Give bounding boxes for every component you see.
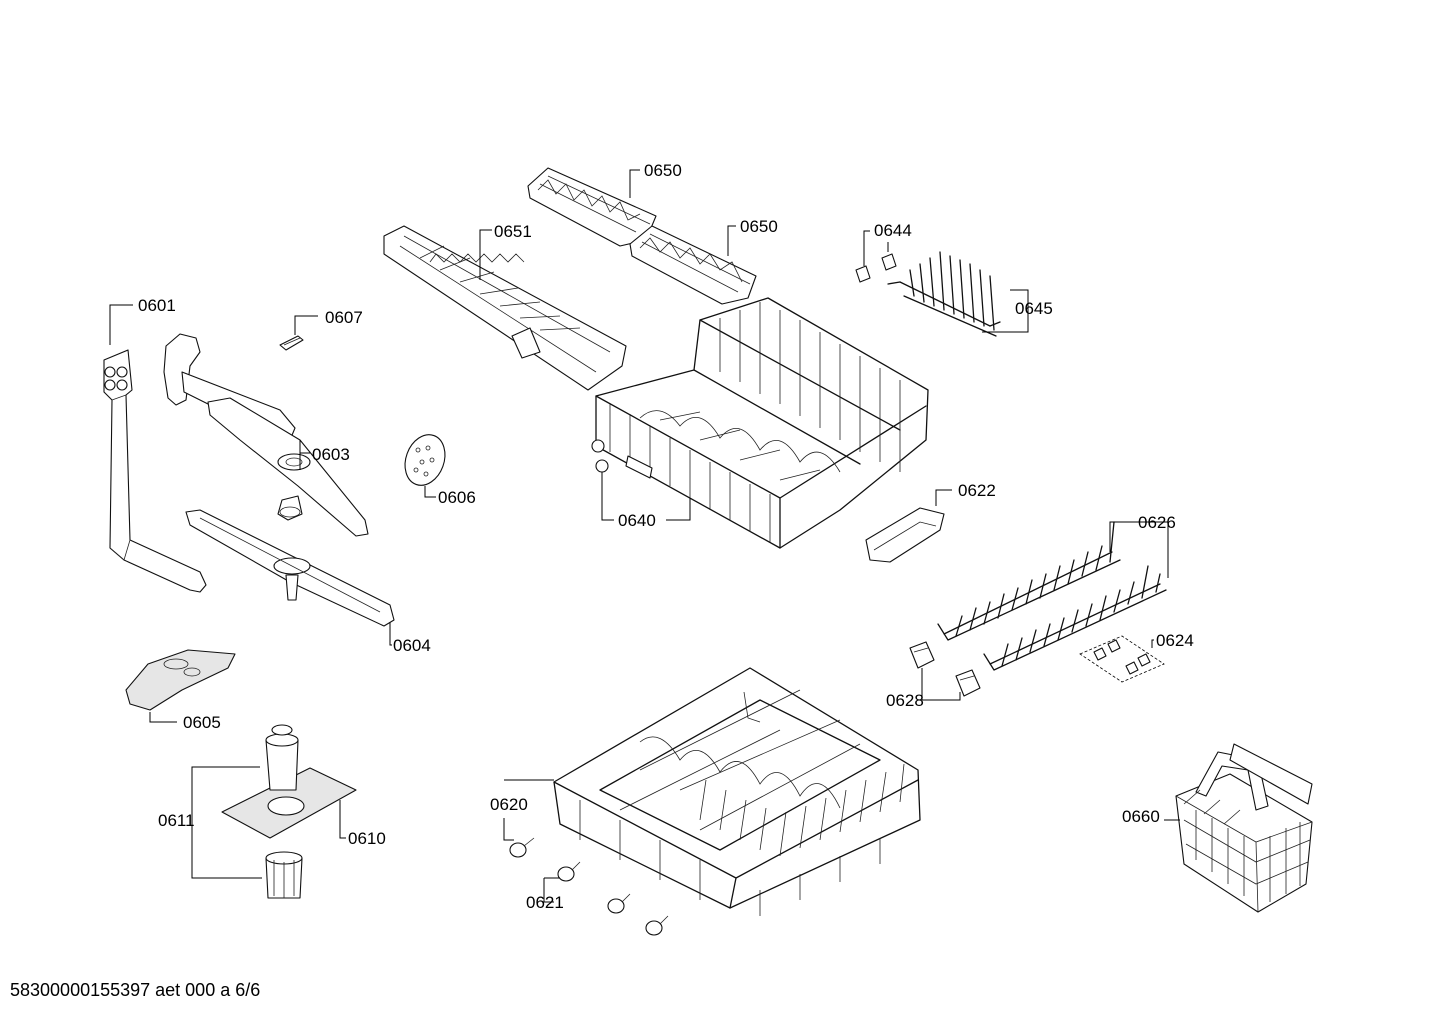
- part-0621-wheels[interactable]: [509, 837, 669, 936]
- label-0601: 0601: [138, 296, 176, 315]
- label-0620: 0620: [490, 795, 528, 814]
- part-0644-clips[interactable]: [855, 253, 897, 283]
- label-0624: 0624: [1156, 631, 1194, 650]
- part-0611-micro-filter[interactable]: [265, 851, 303, 899]
- label-0645: 0645: [1015, 299, 1053, 318]
- part-0624-fastener-set[interactable]: [1079, 635, 1165, 683]
- label-0610: 0610: [348, 829, 386, 848]
- part-0650-rack-insert-b[interactable]: [629, 225, 757, 305]
- part-0606-filter-disc[interactable]: [398, 429, 451, 491]
- label-0651: 0651: [494, 222, 532, 241]
- label-0640: 0640: [618, 511, 656, 530]
- document-footer-id: 58300000155397 aet 000 a 6/6: [10, 980, 261, 1000]
- part-0650-rack-insert-a[interactable]: [527, 167, 657, 247]
- part-0620-lower-basket[interactable]: [553, 667, 921, 916]
- label-0611: 0611: [158, 811, 195, 830]
- part-0660-cutlery-basket[interactable]: [1175, 743, 1313, 913]
- label-0622: 0622: [958, 481, 996, 500]
- part-0645-folding-tines[interactable]: [887, 251, 1001, 337]
- part-0607-clip[interactable]: [279, 335, 304, 351]
- part-0603-upper-spray-arm[interactable]: [163, 333, 369, 537]
- part-0601-supply-pipe[interactable]: [103, 349, 207, 593]
- label-0607: 0607: [325, 308, 363, 327]
- part-0640-upper-basket[interactable]: [591, 297, 929, 549]
- part-0628-rack-stops[interactable]: [909, 641, 981, 697]
- label-0604: 0604: [393, 636, 431, 655]
- part-0605-sieve-plate[interactable]: [125, 649, 236, 711]
- label-0621: 0621: [526, 893, 564, 912]
- part-0610-filter-plate[interactable]: [221, 724, 357, 839]
- label-0626: 0626: [1138, 513, 1176, 532]
- label-0644: 0644: [874, 221, 912, 240]
- label-0605: 0605: [183, 713, 221, 732]
- label-0603: 0603: [312, 445, 350, 464]
- label-0660: 0660: [1122, 807, 1160, 826]
- part-0604-lower-spray-arm[interactable]: [185, 509, 395, 627]
- label-0650-a: 0650: [644, 161, 682, 180]
- part-0651-cutlery-tray[interactable]: [383, 225, 627, 391]
- label-0628: 0628: [886, 691, 924, 710]
- label-0606: 0606: [438, 488, 476, 507]
- label-0650-b: 0650: [740, 217, 778, 236]
- part-0626-tine-rows[interactable]: [937, 521, 1167, 671]
- part-0622-holder[interactable]: [865, 507, 945, 563]
